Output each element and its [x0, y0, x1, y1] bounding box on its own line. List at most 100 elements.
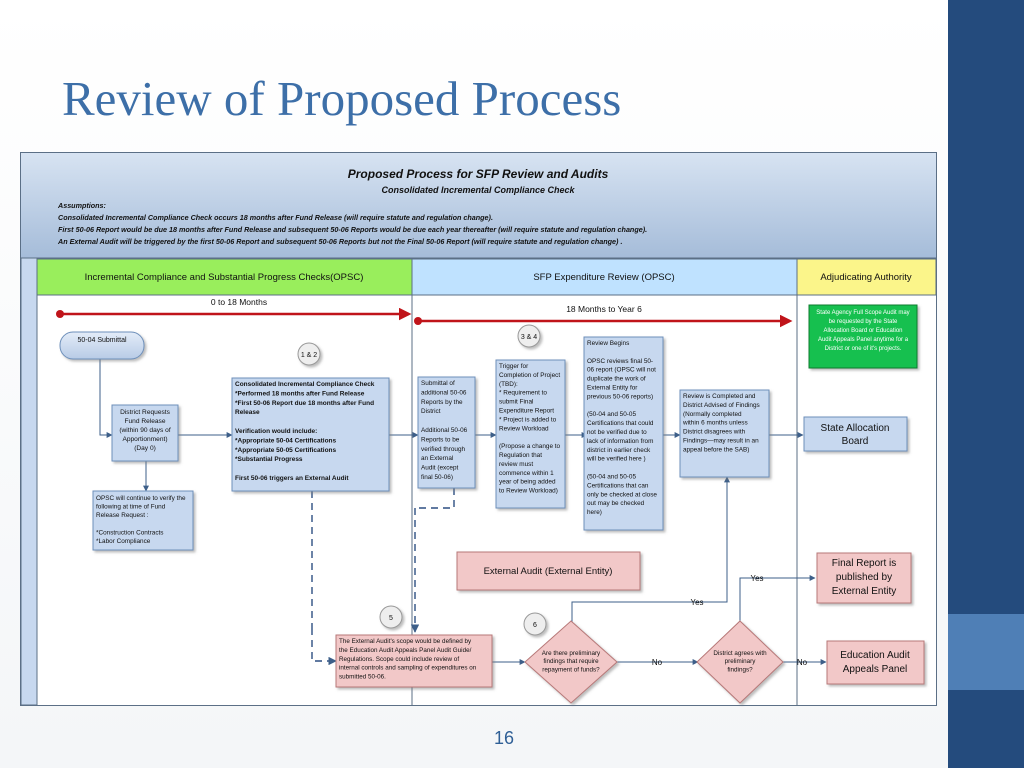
marker-3-4	[517, 324, 541, 348]
trigger-completion-line: (Propose a change to	[499, 443, 561, 450]
external-scope-line: submitted 50-06.	[339, 674, 386, 681]
state-agency-line: Audit Appeals Panel anytime for a	[818, 337, 909, 343]
lane-label-expenditure: SFP Expenditure Review (OPSC)	[533, 272, 674, 283]
review-begins-line	[587, 349, 589, 356]
district-requests-line: Apportionment)	[122, 436, 167, 443]
diagram-subtitle: Consolidated Incremental Compliance Chec…	[381, 185, 575, 195]
review-begins-line	[587, 465, 589, 472]
slide-title: Review of Proposed Process	[62, 71, 622, 126]
timeline-label-first: 0 to 18 Months	[211, 297, 267, 307]
final-report-line: published by	[836, 572, 892, 583]
decision-repayment-diamond	[524, 620, 618, 704]
district-requests-line: District Requests	[120, 409, 171, 416]
slide-number: 16	[493, 728, 515, 748]
submittal-additional-line: verified through	[421, 446, 465, 453]
review-begins-line: OPSC reviews final 50-	[587, 358, 653, 365]
consolidated-check-box	[231, 377, 390, 492]
review-begins-line: duplicate the work of	[587, 376, 646, 383]
submittal-additional-line: Audit (except	[421, 465, 459, 472]
decision-agrees-line: preliminary	[725, 658, 757, 665]
trigger-completion-line: to Review Workload)	[499, 488, 558, 495]
trigger-completion-line: Regulation that	[499, 452, 542, 459]
review-begins-line	[587, 402, 589, 409]
review-begins-line: previous 50-06 reports)	[587, 393, 653, 400]
marker-5	[379, 605, 403, 629]
marker-6	[523, 612, 547, 636]
trigger-completion-line: commence within 1	[499, 470, 554, 477]
final-report-line: Final Report is	[832, 558, 896, 569]
review-completed-line: Findings—may result in an	[683, 438, 759, 445]
submittal-pill	[59, 331, 145, 360]
review-begins-line: Certifications that could	[587, 420, 654, 427]
consolidated-check-line	[235, 466, 237, 473]
marker-1-2	[297, 342, 321, 366]
assumption-line-1: Consolidated Incremental Compliance Chec…	[58, 213, 493, 222]
consolidated-check-text: Consolidated Incremental Compliance Chec…	[235, 381, 375, 482]
consolidated-check-line: *Substantial Progress	[235, 456, 303, 463]
review-begins-line: 06 report (OPSC will not	[587, 367, 656, 374]
external-scope-line: the Education Audit Appeals Panel Audit …	[339, 647, 472, 654]
district-requests-line: (within 90 days of	[119, 427, 170, 434]
trigger-completion-box	[495, 359, 566, 509]
external-scope-line: The External Audit's scope would be defi…	[339, 638, 472, 645]
submittal-additional-line: Reports by the	[421, 399, 463, 406]
flowchart-svg: Proposed Process for SFP Review and Audi…	[20, 152, 937, 706]
district-requests-line: Fund Release	[124, 418, 165, 425]
trigger-completion-line: Completion of Project	[499, 372, 560, 379]
submittal-additional-line: Reports to be	[421, 436, 460, 443]
trigger-completion-line: Review Workload	[499, 425, 549, 432]
submittal-label: 50-04 Submittal	[77, 337, 126, 344]
review-begins-line: Certifications that can	[587, 482, 649, 489]
lane-label-incremental: Incremental Compliance and Substantial P…	[85, 272, 364, 283]
final-report-box	[816, 552, 912, 604]
consolidated-check-line: Consolidated Incremental Compliance Chec…	[235, 381, 375, 388]
trigger-completion-line: Expenditure Report	[499, 408, 554, 415]
lane-header-adjudicating	[796, 258, 937, 296]
opsc-verify-box	[92, 490, 194, 551]
submittal-additional-line: Submittal of	[421, 380, 455, 387]
trigger-completion-line: * Project is added to	[499, 416, 557, 423]
timeline-label-second: 18 Months to Year 6	[566, 304, 642, 314]
lane-header-incremental	[36, 258, 413, 296]
submittal-additional-box	[417, 376, 476, 489]
education-panel-line: Education Audit	[840, 650, 910, 661]
trigger-completion-line	[499, 434, 501, 441]
decision-repayment-line: findings that require	[543, 658, 599, 665]
review-completed-line: appeal before the SAB)	[683, 446, 749, 453]
review-begins-line: not be verified due to	[587, 429, 647, 436]
decision-repayment-line: Are there preliminary	[542, 650, 601, 657]
consolidated-check-line: *Appropriate 50-04 Certifications	[235, 437, 337, 444]
edge-label-no-agrees: No	[797, 658, 808, 667]
submittal-additional-line: final 50-06)	[421, 474, 453, 481]
trigger-completion-line: Trigger for	[499, 363, 529, 370]
state-agency-line: District or one of it's projects.	[825, 346, 902, 352]
review-completed-line: District Advised of Findings	[683, 402, 760, 409]
lane-label-adjudicating: Adjudicating Authority	[820, 272, 912, 283]
side-decoration-tab	[948, 614, 1024, 690]
marker-5-label: 5	[389, 615, 393, 622]
header-band	[21, 153, 936, 258]
process-flowchart: Proposed Process for SFP Review and Audi…	[20, 152, 938, 707]
lane-header-expenditure	[411, 258, 798, 296]
assumption-line-3: An External Audit will be triggered by t…	[57, 237, 622, 246]
education-panel-line: Appeals Panel	[843, 664, 908, 675]
opsc-verify-line	[96, 521, 98, 528]
review-begins-line: External Entity for	[587, 385, 638, 392]
state-agency-line: State Agency Full Scope Audit may	[816, 310, 909, 316]
opsc-verify-line: OPSC will continue to verify the	[96, 495, 186, 502]
submittal-additional-line: Additional 50-06	[421, 427, 468, 434]
review-begins-line: will be verified here )	[586, 456, 646, 463]
opsc-verify-line: following at time of Fund	[96, 504, 166, 511]
review-begins-line: district in earlier check	[587, 447, 651, 454]
state-agency-line: Allocation Board or Education	[823, 328, 902, 334]
external-scope-text: The External Audit's scope would be defi…	[339, 638, 477, 681]
